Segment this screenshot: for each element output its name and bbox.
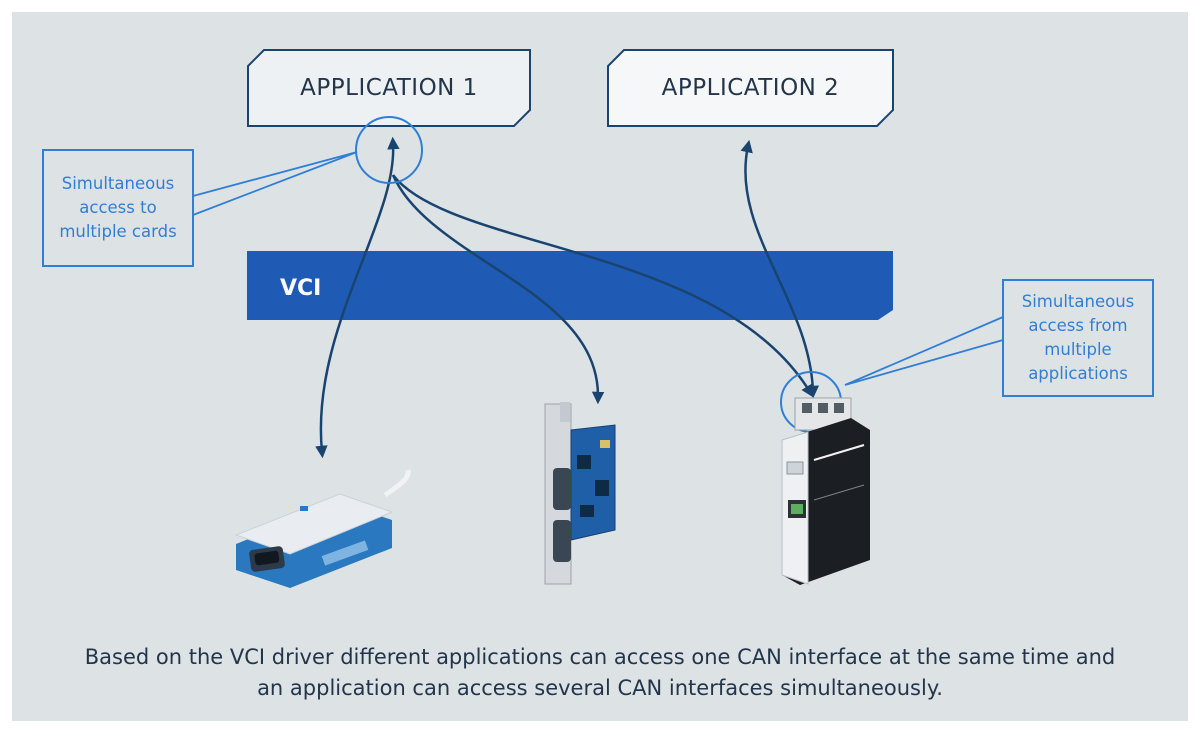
application-1-label: APPLICATION 1	[300, 75, 478, 101]
din-rail-can-gateway-icon	[781, 397, 870, 585]
callout-right-line: multiple	[1044, 340, 1112, 359]
callout-leader-right	[844, 316, 1004, 386]
diagram-panel	[12, 12, 1188, 721]
caption-line: Based on the VCI driver different applic…	[84, 645, 1116, 669]
callout-box-left	[42, 149, 194, 267]
callout-text-left: Simultaneous access to multiple cards	[43, 172, 193, 244]
arrow-app1-pcie	[391, 174, 605, 405]
caption-line: an application can access several CAN in…	[257, 676, 943, 700]
arrow-app1-usb	[315, 136, 400, 459]
arrow-app2-gateway	[740, 139, 820, 399]
vci-layer-bar	[247, 251, 893, 320]
callout-right-line: applications	[1028, 364, 1128, 383]
application-2-label: APPLICATION 2	[661, 75, 840, 101]
application-2-box	[607, 49, 894, 127]
application-1-box	[247, 49, 531, 127]
callout-left-line: Simultaneous	[61, 174, 175, 193]
vci-layer-label: VCI	[280, 276, 322, 301]
callout-text-right: Simultaneous access from multiple applic…	[1003, 290, 1153, 386]
callout-right-line: access from	[1028, 316, 1128, 335]
callout-box-right	[1002, 279, 1154, 397]
usb-can-interface-icon	[234, 469, 411, 588]
callout-circle-app1	[355, 116, 423, 184]
callout-leader-left	[192, 151, 358, 216]
callout-right-line: Simultaneous	[1021, 292, 1135, 311]
diagram-caption: Based on the VCI driver different applic…	[20, 642, 1180, 704]
callout-left-line: access to	[79, 198, 157, 217]
pcie-can-card-icon	[544, 402, 616, 585]
callout-left-line: multiple cards	[59, 222, 177, 241]
